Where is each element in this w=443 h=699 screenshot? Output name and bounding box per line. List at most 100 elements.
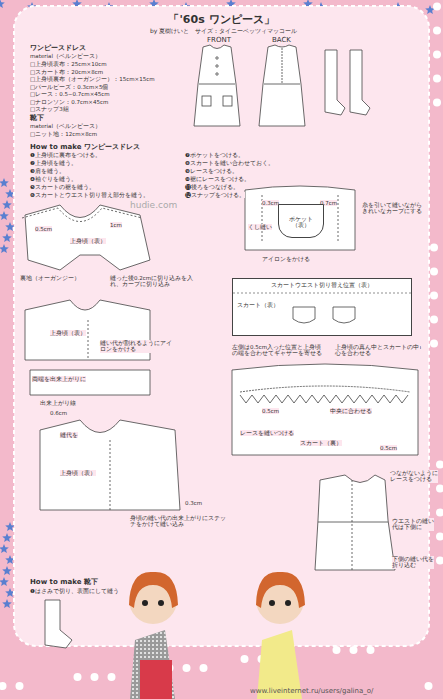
note-label: □ニット地：12cm×8cm	[30, 131, 97, 137]
decor-mark	[2, 566, 12, 575]
note-label: アイロンをかける	[262, 256, 310, 262]
note-label: 下側の縫い代を折り込む	[392, 556, 434, 569]
note-label: ❷上身頃を縫う。	[30, 160, 77, 166]
decor-mark	[183, 664, 191, 672]
note-label: スカート（裏）	[300, 440, 342, 446]
note-label: 両端を出来上がりに	[32, 376, 86, 382]
note-label: くし縫い	[248, 224, 272, 230]
decor-mark	[430, 340, 438, 348]
piece-label: ポケット（表）	[283, 216, 319, 229]
decor-mark	[333, 646, 341, 654]
decor-mark	[430, 316, 438, 324]
decor-mark	[2, 533, 12, 542]
note-label: ❻スカートとウエスト切り替え部分を縫う。	[30, 192, 149, 198]
decor-mark	[430, 292, 438, 300]
page-title: 「'60s ワンピース」	[0, 12, 443, 27]
note-label: 靴下	[30, 114, 44, 122]
note-label: ❸肩を縫う。	[30, 168, 65, 174]
note-label: 縫った後0.2cmに切り込みを入れ、カーブに切り込み	[110, 275, 200, 288]
note-label: ❼ポケットをつける。	[185, 152, 244, 158]
decor-mark	[433, 3, 441, 11]
note-label: BACK	[272, 36, 291, 44]
decor-mark	[433, 51, 441, 59]
decor-mark	[436, 533, 443, 541]
note-label: ⓫後ろをつなげる。	[185, 184, 239, 190]
note-label: □パールビーズ：0.3cm×5個	[30, 84, 108, 90]
note-label: 出来上がり線	[40, 400, 76, 406]
decor-mark	[108, 673, 116, 681]
note-label: ❶上身頃に裏布をつける。	[30, 152, 101, 158]
pattern-steps	[22, 186, 418, 648]
note-label: 1cm	[110, 222, 122, 228]
decor-mark	[430, 268, 438, 276]
note-label: 0.5cm	[380, 445, 397, 451]
note-label: つながないようにレースをつける	[390, 470, 438, 483]
note-label: 左側は0.5cm入った位置と上身頃の端を合わせてギャザーを寄せる	[232, 344, 327, 357]
pocket-piece: ポケット（表）	[278, 204, 324, 238]
note-label: 0.5cm	[262, 408, 279, 414]
piece-label: スカートウエスト切り替え位置（表）	[237, 282, 407, 288]
decor-mark	[2, 233, 12, 242]
decor-mark	[2, 200, 12, 209]
doll-photo	[129, 572, 305, 699]
decor-mark	[0, 577, 9, 586]
decor-mark	[2, 599, 12, 608]
note-label: 中央に合わせる	[330, 408, 372, 414]
note-label: ❽スカートを縫い合わせておく。	[185, 160, 274, 166]
decor-mark	[74, 673, 82, 681]
note-label: レースを縫いつける	[240, 430, 294, 436]
note-label: 身頃の縫い代の出来上がりにステッチをかけて縫い込み	[130, 515, 230, 528]
note-label: by 夏樹けいと サイズ：タイニーベッツィマッコール	[150, 28, 297, 35]
note-label: How to make 靴下	[30, 578, 98, 586]
decor-mark	[350, 646, 358, 654]
decor-mark	[0, 682, 7, 690]
note-label: □スカート布：20cm×8cm	[30, 69, 103, 75]
note-label: 縫い代が割れるようにアイロンをかける	[100, 340, 175, 353]
note-label: ❾レースをつける。	[185, 168, 238, 174]
decor-mark	[0, 244, 9, 253]
note-label: 糸を引いて縫いながらきれいなカーブにする	[362, 202, 424, 215]
decor-mark	[16, 682, 24, 690]
decor-mark	[436, 485, 443, 493]
note-label: ウエストの縫い代は下側に	[392, 518, 434, 531]
note-label: 縫代を	[60, 432, 78, 438]
decor-mark	[436, 557, 443, 565]
decor-mark	[0, 0, 5, 8]
decor-mark	[433, 99, 441, 107]
note-label: 0.3cm	[262, 200, 279, 206]
decor-mark	[367, 646, 375, 654]
note-label: material（ベルンピース）	[30, 53, 101, 59]
note-label: □ナロンソン：0.7cm×45cm	[30, 99, 108, 105]
note-label: How to make ワンピースドレス	[30, 143, 140, 151]
note-label: 上身頃（表）	[70, 238, 106, 244]
decor-mark	[433, 75, 441, 83]
note-label: ❿裾にレースをつける。	[185, 176, 250, 182]
note-label: □スナップ3組	[30, 106, 69, 112]
skirt-piece: スカートウエスト切り替え位置（表）スカート（表）	[232, 278, 412, 336]
note-label: □上身頃表布：25cm×10cm	[30, 61, 107, 67]
note-label: ❹袖ぐりを縫う。	[30, 176, 77, 182]
note-label: www.liveinternet.ru/users/galina_o/	[250, 687, 373, 695]
note-label: □レース：0.5~0.7cm×45cm	[30, 91, 110, 97]
decor-mark	[436, 461, 443, 469]
decor-mark	[0, 544, 9, 553]
note-label: hudie.com	[130, 200, 177, 210]
note-label: □上身頃裏布（オーガンジー）：15cm×15cm	[30, 76, 155, 82]
decor-mark	[433, 27, 441, 35]
note-label: 0.6cm	[50, 410, 67, 416]
note-label: FRONT	[207, 36, 231, 44]
note-label: 0.5cm	[35, 226, 52, 232]
decor-mark	[0, 211, 9, 220]
note-label: 上身頃（表）	[60, 470, 96, 476]
dress-views	[194, 45, 370, 126]
decor-mark	[0, 178, 9, 187]
note-label: ❺スカートの裾を縫う。	[30, 184, 95, 190]
decor-mark	[91, 673, 99, 681]
decor-mark	[436, 509, 443, 517]
decor-mark	[200, 664, 208, 672]
note-label: ❶はさみで切り、表面にして縫う	[30, 588, 119, 594]
note-label: ワンピースドレス	[30, 44, 86, 52]
decor-mark	[430, 244, 438, 252]
decor-mark	[241, 655, 249, 663]
